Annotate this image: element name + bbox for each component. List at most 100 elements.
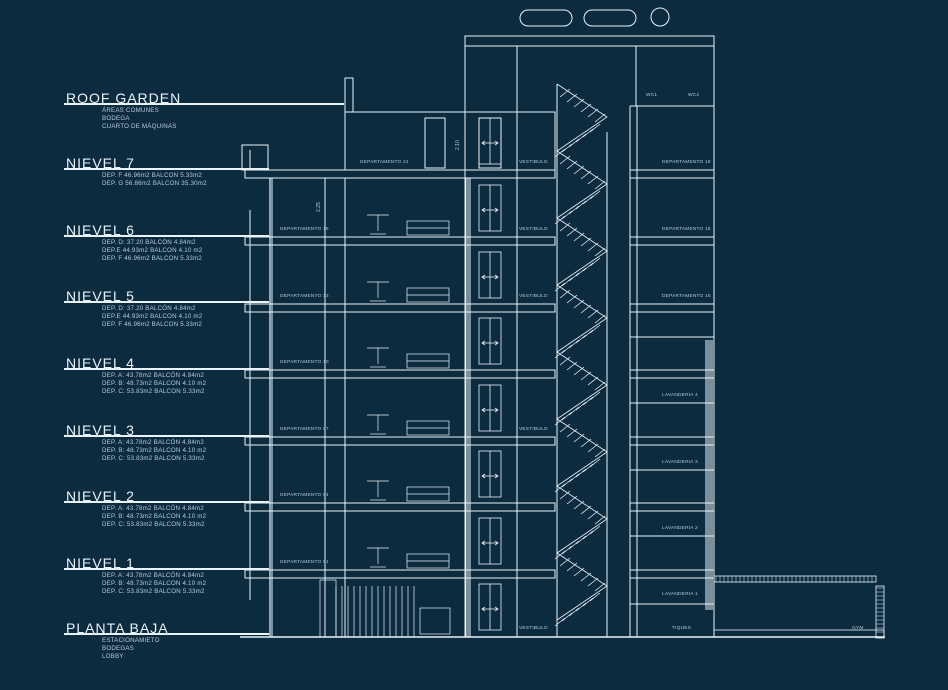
- level-rule: [64, 435, 269, 437]
- stair-step: [566, 361, 578, 371]
- stair-step: [575, 200, 587, 210]
- floor-slab: [244, 436, 556, 446]
- stair-step: [575, 133, 587, 143]
- stair-step: [566, 428, 578, 438]
- room-label-vestibulo-5: VESTIBULO: [519, 294, 548, 299]
- room-label-departamento-10: DEPARTAMENTO 10: [280, 360, 329, 365]
- room-label-departamento-15: DEPARTAMENTO 15: [662, 294, 711, 299]
- level-title: NIEVEL 2: [66, 488, 135, 504]
- stair-step: [589, 324, 601, 334]
- stair-step: [594, 381, 606, 391]
- stair-step: [587, 376, 599, 386]
- elevator-arrow-head: [481, 540, 486, 546]
- stair-step: [587, 510, 599, 520]
- stair-step: [594, 515, 606, 525]
- stair-step: [559, 490, 571, 500]
- elevator-arrow-head: [494, 274, 499, 280]
- stair-step: [580, 505, 592, 515]
- roof-door: [424, 117, 446, 169]
- level-info-line: DEP. A: 43.78m2 BALCÓN 4.84m2: [102, 505, 204, 512]
- level-info-line: DEP. A: 43.78m2 BALCÓN 4.84m2: [102, 439, 204, 446]
- level-title: ROOF GARDEN: [66, 90, 182, 106]
- level-title: NIEVEL 3: [66, 422, 135, 438]
- stair-step: [589, 257, 601, 267]
- level-info-line: DEP. C: 53.83m2 BALCON 5.33m2: [102, 454, 205, 462]
- level-info-line: ÁREAS COMUNES: [102, 107, 159, 114]
- room-label-lavanderia-4: LAVANDERIA 4: [662, 393, 698, 398]
- elevator-arrow-head: [481, 340, 486, 346]
- stair-step: [582, 530, 594, 540]
- stair-step: [573, 567, 585, 577]
- stair-step: [580, 170, 592, 180]
- water-tank-1: [519, 9, 573, 27]
- elevator-arrow-head: [494, 340, 499, 346]
- level-info-line: DEP.E 44.93m2 BALCON 4.10 m2: [102, 246, 203, 254]
- level-title: NIEVEL 7: [66, 155, 135, 171]
- room-label-departamento-16: DEPARTAMENTO 16: [280, 227, 329, 232]
- water-tank-2: [583, 9, 637, 27]
- level-info-line: DEP. A: 43.78m2 BALCÓN 4.84m2: [102, 372, 204, 379]
- stair-step: [568, 607, 580, 617]
- level-info-line: DEP. G 56.86m2 BALCON 35.30m2: [102, 179, 207, 187]
- room-label-departamento-13: DEPARTAMENTO 13: [280, 294, 329, 299]
- stair-step: [559, 222, 571, 232]
- level-title: PLANTA BAJA: [66, 620, 169, 636]
- stair-step: [561, 277, 573, 287]
- dimension-label-2: 2.25: [316, 202, 322, 212]
- stair-step: [573, 500, 585, 510]
- stair-step: [580, 237, 592, 247]
- stair-step: [554, 617, 566, 627]
- level-info-line: DEP. D: 37.20 BALCÓN 4.84m2: [102, 305, 196, 312]
- stair-step: [573, 433, 585, 443]
- stair-step: [559, 289, 571, 299]
- stair-step: [566, 93, 578, 103]
- stair-step: [561, 478, 573, 488]
- level-title: NIEVEL 4: [66, 355, 135, 371]
- floor-slab-right: [629, 236, 715, 246]
- stair-step: [587, 577, 599, 587]
- stair-flight: [556, 552, 608, 621]
- level-info-line: DEP. F 46.96m2 BALCON 5.33m2: [102, 254, 203, 262]
- stair-step: [589, 123, 601, 133]
- stair-step: [580, 572, 592, 582]
- stair-step: [594, 180, 606, 190]
- lobby-counter: [419, 607, 451, 635]
- stair-step: [594, 582, 606, 592]
- room-label-vestibulo-0: VESTIBULO: [519, 626, 548, 631]
- elevator-arrow-head: [494, 606, 499, 612]
- stair-step: [575, 602, 587, 612]
- stair-flight: [556, 83, 608, 152]
- stair-step: [566, 160, 578, 170]
- level-rule: [64, 501, 269, 503]
- elevator-arrow-head: [481, 140, 486, 146]
- stair-step: [566, 294, 578, 304]
- floor-slab: [244, 303, 556, 313]
- elevator-arrow-head: [494, 473, 499, 479]
- stair-step: [582, 128, 594, 138]
- elevator-arrow-head: [481, 407, 486, 413]
- stair-step: [580, 304, 592, 314]
- room-label-lavanderia-1: LAVANDERIA 1: [662, 592, 698, 597]
- level-info-line: DEP. D: 37.20 BALCÓN 4.84m2: [102, 239, 196, 246]
- level-info-line: ESTACIONAMIETO: [102, 637, 160, 644]
- gym-annex: [713, 575, 885, 639]
- stair-step: [580, 103, 592, 113]
- stair-step: [559, 88, 571, 98]
- stair-step: [582, 463, 594, 473]
- level-rule: [64, 568, 269, 570]
- room-label-gym: GYM: [852, 626, 864, 631]
- stair-step: [573, 98, 585, 108]
- elevator-arrow-head: [481, 473, 486, 479]
- stair-step: [589, 458, 601, 468]
- level-info-line: LOBBY: [102, 652, 124, 660]
- level-info-line: DEP. C: 53.83m2 BALCON 5.33m2: [102, 587, 205, 595]
- elevator-arrow-head: [494, 407, 499, 413]
- stair-step: [587, 175, 599, 185]
- room-label-vestibulo-7: VESTIBULO: [519, 160, 548, 165]
- room-label-wc2: WC2: [688, 93, 700, 98]
- stair-step: [559, 423, 571, 433]
- stair-step: [561, 210, 573, 220]
